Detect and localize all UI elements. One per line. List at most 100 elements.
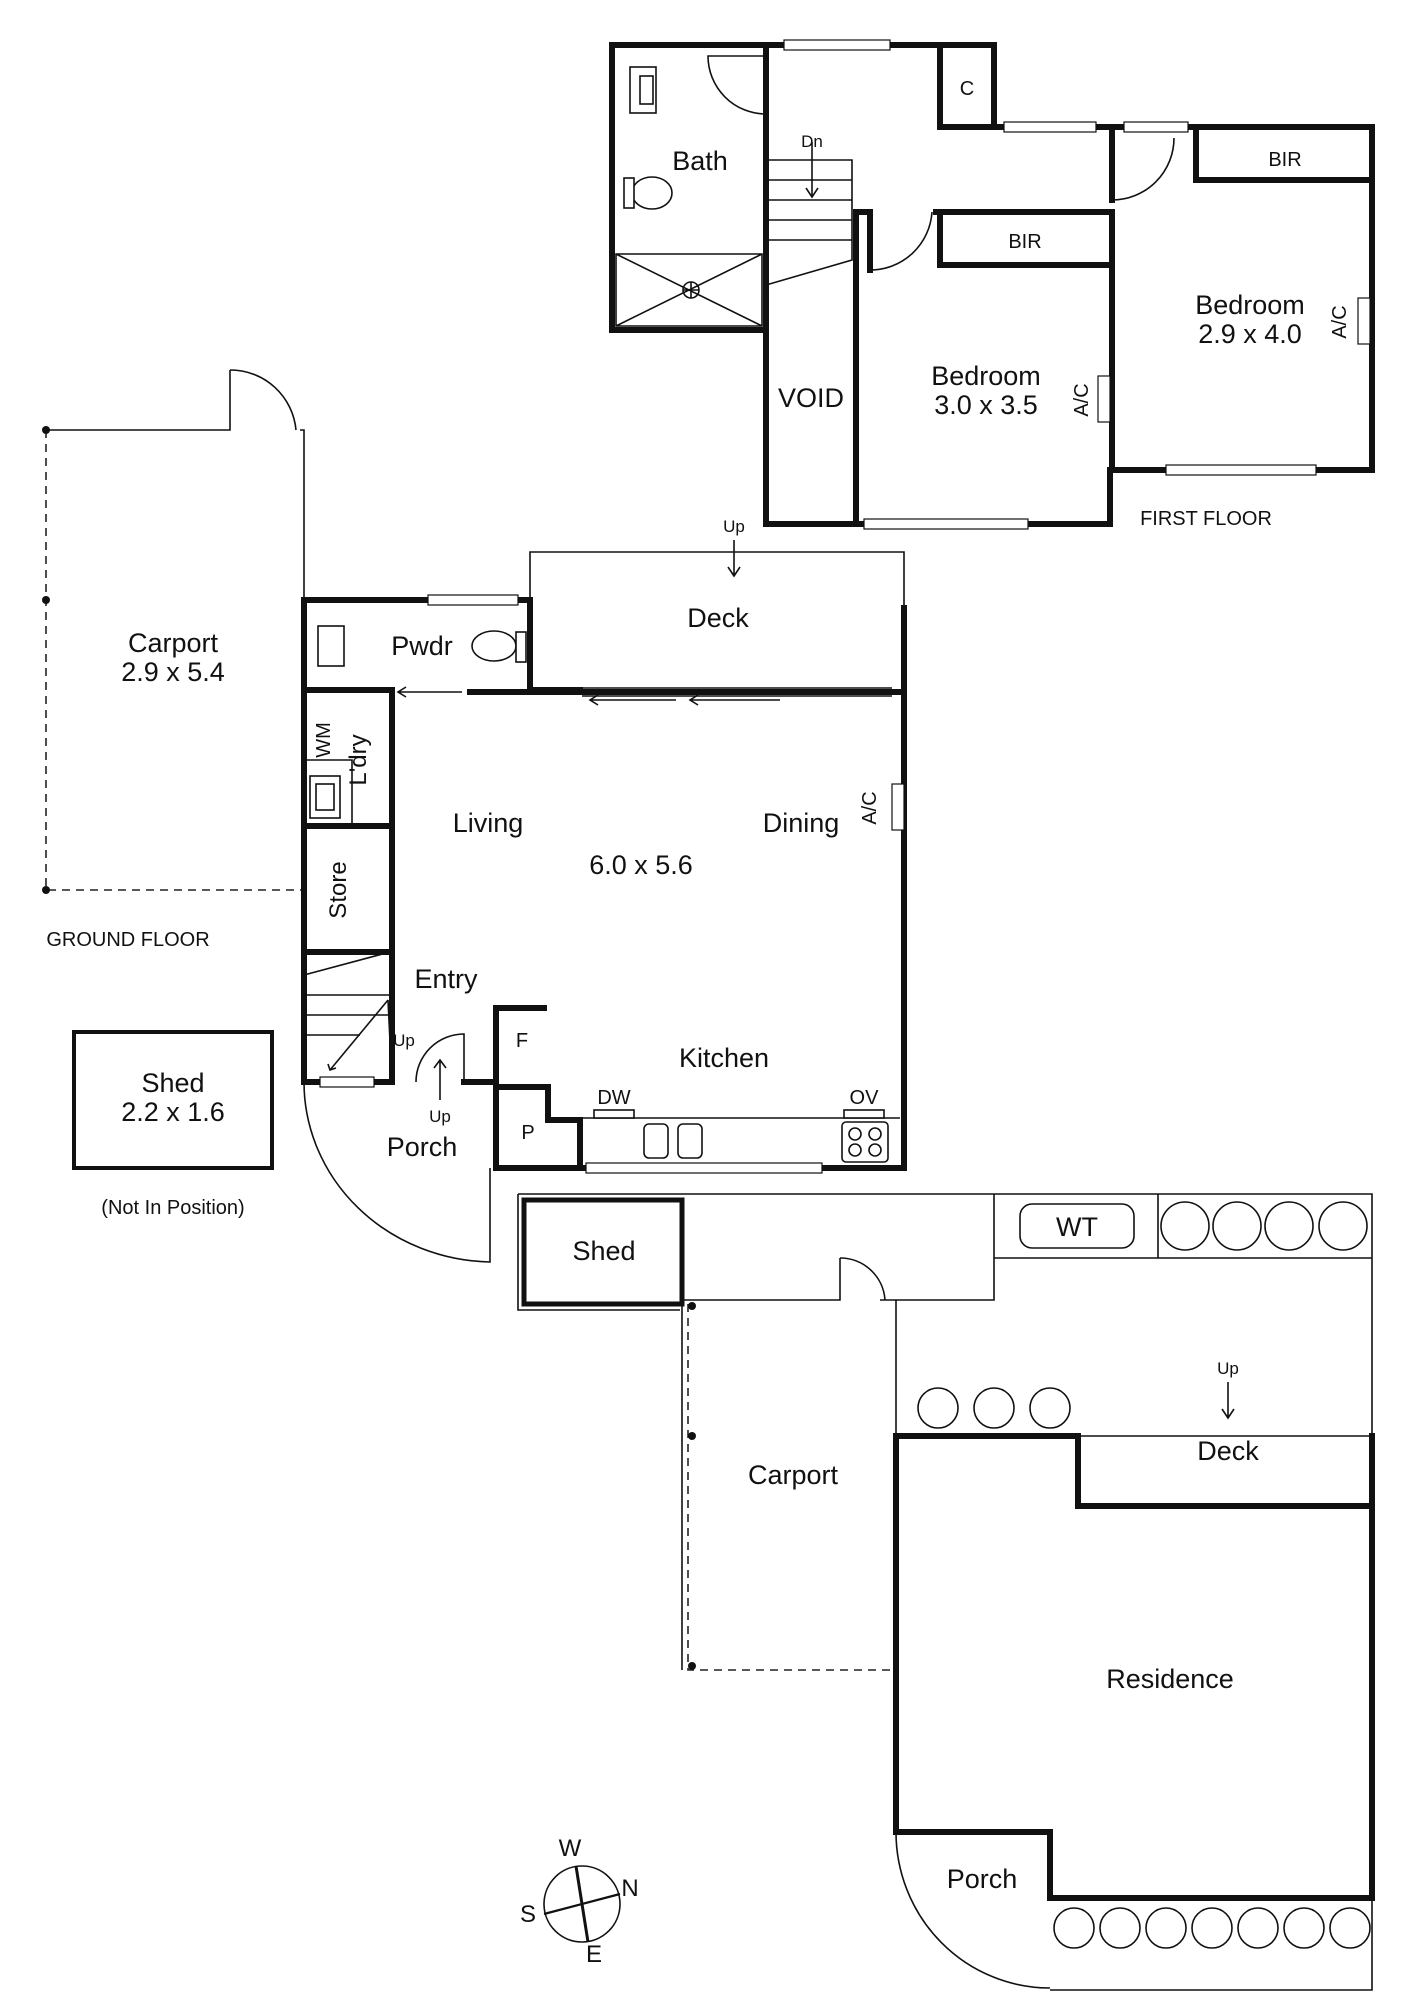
void-walls <box>763 209 859 527</box>
carport-post <box>688 1432 696 1440</box>
bath-door <box>707 55 767 115</box>
shed-outline <box>72 1030 274 1170</box>
shed-note: (Not In Position) <box>101 1197 244 1219</box>
stairs-up <box>303 951 393 1083</box>
carport-post <box>42 596 50 604</box>
ac-unit <box>1097 375 1111 423</box>
sink-bowl <box>643 1123 669 1159</box>
stairs-down <box>765 142 853 286</box>
first-floor-walls <box>609 42 1375 527</box>
window <box>319 1076 375 1088</box>
site-walls <box>682 1194 1372 1301</box>
toilet-cistern <box>623 177 635 209</box>
porch-up-label: Up <box>429 1107 451 1126</box>
carport-post <box>688 1662 696 1670</box>
wm-label: WM <box>313 722 335 758</box>
bedroom-2-walls <box>1109 124 1375 473</box>
stair-down-label: Dn <box>801 132 823 151</box>
site-shed <box>521 1197 685 1307</box>
cooktop <box>841 1121 889 1163</box>
site-porch-outline <box>895 1831 1051 1989</box>
bedroom-1-ac-label: A/C <box>1071 383 1093 416</box>
compass-e: E <box>586 1941 602 1968</box>
residence-label: Residence <box>1106 1664 1234 1694</box>
closet-walls <box>937 42 997 130</box>
site-carport-open <box>687 1304 896 1671</box>
site-shed-label: Shed <box>572 1236 635 1266</box>
carport-gate <box>229 369 297 431</box>
site-gate <box>839 1257 886 1301</box>
dw-label: DW <box>597 1087 630 1109</box>
bedroom-2-size: 2.9 x 4.0 <box>1198 319 1302 349</box>
compass-w: W <box>559 1835 582 1862</box>
compass-ring <box>543 1865 621 1943</box>
first-floor-title: FIRST FLOOR <box>1140 508 1272 530</box>
stair-up-label: Up <box>393 1031 415 1050</box>
residence-walls <box>893 1433 1375 1901</box>
bath-label: Bath <box>672 146 728 176</box>
site-plan: Shed WT Carport Up Deck Residence Porch <box>517 1193 1375 1991</box>
site-deck-up-label: Up <box>1217 1359 1239 1378</box>
shower-drain-cross <box>683 282 699 298</box>
sliding-door-arrow <box>688 694 780 706</box>
fridge-pantry-walls <box>493 1084 583 1171</box>
compass-n: N <box>621 1875 638 1902</box>
pwdr-cistern <box>515 631 527 663</box>
bedroom-1-walls <box>853 209 1115 473</box>
cooktop-burner <box>848 1127 862 1141</box>
deck-up-arrow <box>727 540 741 578</box>
carport-outline <box>46 370 305 600</box>
window <box>427 594 519 606</box>
shrubs-deck <box>917 1387 1071 1429</box>
bedroom-2-door <box>1111 137 1175 201</box>
cooktop-burner <box>848 1143 862 1157</box>
carport-open-side <box>45 430 304 891</box>
window <box>585 1162 823 1174</box>
shed-size: 2.2 x 1.6 <box>121 1097 225 1127</box>
deck-up-label: Up <box>723 517 745 536</box>
site-carport-label: Carport <box>748 1460 839 1490</box>
carport-label: Carport <box>128 628 219 658</box>
kitchen-label: Kitchen <box>679 1043 769 1073</box>
wt-label: WT <box>1056 1212 1098 1242</box>
laundry-sink <box>315 783 335 811</box>
ground-floor-title: GROUND FLOOR <box>46 929 209 951</box>
sink-bowl <box>677 1123 703 1159</box>
porch-outline <box>303 1081 491 1263</box>
pantry-label: P <box>521 1122 534 1144</box>
ground-floor: Carport 2.9 x 5.4 GROUND FLOOR Up Deck P… <box>42 369 907 1263</box>
carport-post <box>42 426 50 434</box>
porch-label: Porch <box>387 1132 458 1162</box>
dining-label: Dining <box>763 808 840 838</box>
sliding-door-arrow <box>588 694 676 706</box>
porch-up-arrow <box>433 1058 447 1100</box>
bedroom-1-door <box>869 211 933 271</box>
bedroom-2-label: Bedroom <box>1195 290 1305 320</box>
toilet-bowl <box>631 176 673 210</box>
laundry-divider <box>304 759 353 826</box>
oven <box>843 1109 885 1119</box>
store-label: Store <box>325 861 352 918</box>
bir-2-label: BIR <box>1268 149 1301 171</box>
site-porch-label: Porch <box>947 1864 1018 1894</box>
cooktop-burner <box>868 1127 882 1141</box>
carport-size: 2.9 x 5.4 <box>121 657 225 687</box>
entry-walls <box>461 1005 547 1085</box>
entry-label: Entry <box>414 964 478 994</box>
site-deck-outline <box>895 1300 1372 1437</box>
ac-unit <box>891 783 905 831</box>
bedroom-2-ac-label: A/C <box>1329 305 1351 338</box>
shrubs-top <box>1160 1201 1368 1251</box>
window <box>1165 464 1317 476</box>
bedroom-1-label: Bedroom <box>931 361 1041 391</box>
water-tank <box>1019 1203 1135 1249</box>
shrubs-bottom <box>1053 1907 1371 1949</box>
dishwasher <box>593 1109 635 1119</box>
closet-label: C <box>960 78 974 100</box>
pwdr-walls <box>301 687 395 1085</box>
ac-unit <box>1357 297 1371 345</box>
compass-s: S <box>520 1901 536 1928</box>
site-deck-up-arrow <box>1221 1382 1235 1420</box>
fridge-label: F <box>516 1030 528 1052</box>
compass: W N S E <box>520 1835 639 1968</box>
